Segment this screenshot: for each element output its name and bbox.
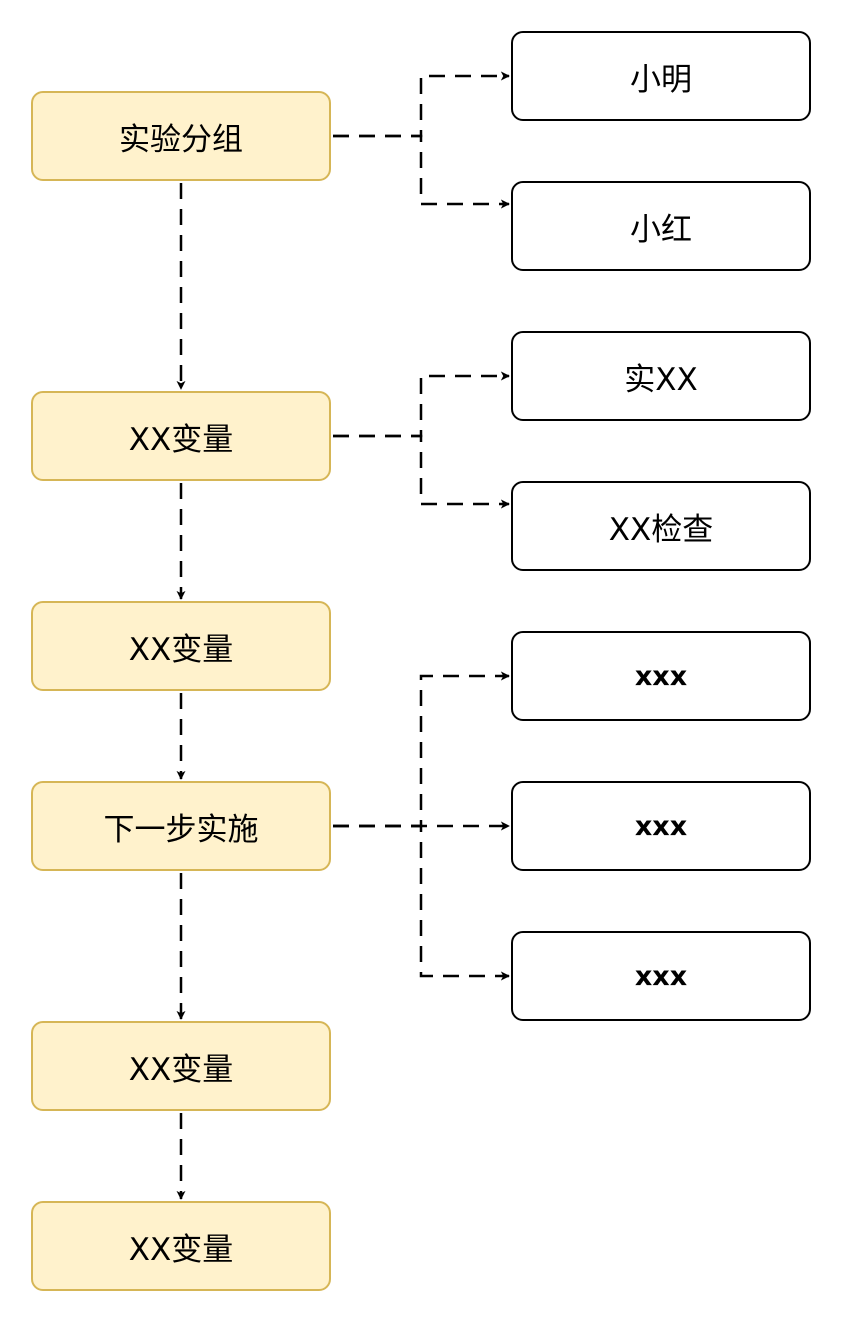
detail-node-xiaoming[interactable]: 小明 xyxy=(511,31,811,121)
detail-node-label: 小红 xyxy=(630,211,692,248)
flow-node-next-step[interactable]: 下一步实施 xyxy=(31,781,331,871)
flow-node-variable-3[interactable]: XX变量 xyxy=(31,1021,331,1111)
detail-node-xx-check[interactable]: XX检查 xyxy=(511,481,811,571)
detail-node-xxx-1[interactable]: xxx xyxy=(511,631,811,721)
edge-next-step-to-xxx-3 xyxy=(333,824,510,981)
flow-node-label: XX变量 xyxy=(128,1051,234,1088)
flow-node-label: XX变量 xyxy=(128,421,234,458)
flow-node-experiment-grouping[interactable]: 实验分组 xyxy=(31,91,331,181)
edge-grouping-to-xiaoming xyxy=(333,71,510,138)
detail-node-label: XX检查 xyxy=(608,511,714,548)
detail-node-label: xxx xyxy=(634,660,688,692)
detail-node-label: 小明 xyxy=(630,61,692,98)
detail-node-xiaohong[interactable]: 小红 xyxy=(511,181,811,271)
flow-node-variable-4[interactable]: XX变量 xyxy=(31,1201,331,1291)
flow-node-label: 实验分组 xyxy=(119,121,243,158)
detail-node-label: xxx xyxy=(634,810,688,842)
flow-node-variable-2[interactable]: XX变量 xyxy=(31,601,331,691)
detail-node-xxx-3[interactable]: xxx xyxy=(511,931,811,1021)
flow-node-variable-1[interactable]: XX变量 xyxy=(31,391,331,481)
flow-node-label: XX变量 xyxy=(128,1231,234,1268)
edge-variable-1-to-xx-check xyxy=(333,434,510,509)
flow-node-label: XX变量 xyxy=(128,631,234,668)
detail-node-shi-xx[interactable]: 实XX xyxy=(511,331,811,421)
edge-grouping-to-xiaohong xyxy=(333,134,510,209)
flow-node-label: 下一步实施 xyxy=(103,811,259,848)
edge-variable-1-to-shi-xx xyxy=(333,371,510,438)
detail-node-xxx-2[interactable]: xxx xyxy=(511,781,811,871)
detail-node-label: 实XX xyxy=(624,361,698,398)
detail-node-label: xxx xyxy=(634,960,688,992)
edge-next-step-to-xxx-1 xyxy=(333,671,510,828)
